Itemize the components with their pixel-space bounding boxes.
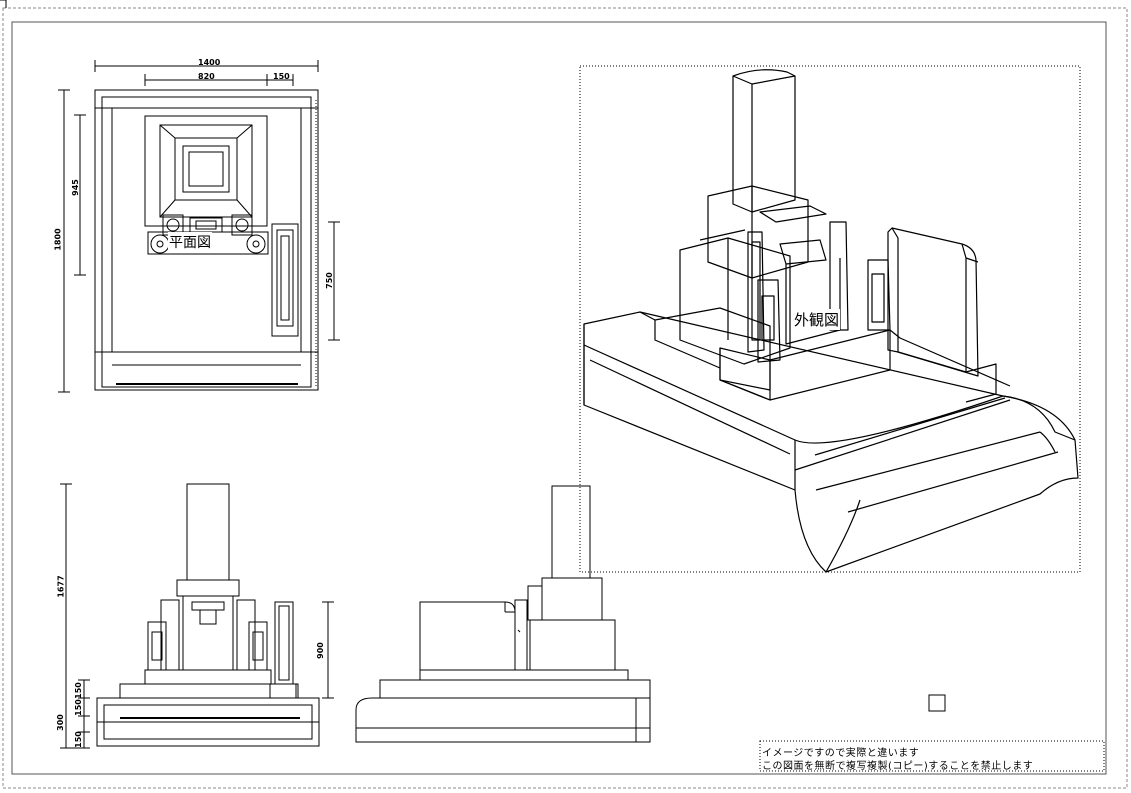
dim-front-base-d: 150: [73, 731, 83, 748]
copyright-note: この図面を無断で複写複製(コピー)することを禁止します: [762, 761, 1034, 772]
dim-front-height: 1677: [56, 575, 66, 598]
dim-plan-right: 750: [324, 272, 334, 289]
dim-front-base-a: 150: [73, 682, 83, 699]
note-box: [759, 740, 1105, 772]
perspective-view-label: 外観図: [793, 309, 841, 330]
dim-plan-depth: 1800: [53, 228, 63, 251]
dim-front-base-b: 150: [73, 699, 83, 716]
front-view: [60, 483, 334, 749]
plan-view: [58, 60, 340, 393]
plan-view-label: 平面図: [168, 232, 212, 252]
dim-plan-inner: 820: [198, 72, 215, 81]
dim-plan-width: 1400: [198, 58, 221, 67]
dim-plan-mid: 945: [70, 179, 80, 196]
iso-view: [583, 69, 1079, 573]
legend-square: [928, 694, 946, 712]
dim-front-right: 900: [315, 642, 325, 659]
disclaimer-note: イメージですので実際と違います: [762, 748, 920, 759]
corner-mark: [0, 0, 7, 8]
sheet-inner-frame: [11, 21, 1107, 775]
dim-plan-side: 150: [273, 72, 290, 81]
sheet-frame: [2, 7, 1128, 789]
dim-front-base-c: 300: [55, 714, 65, 731]
side-view: [355, 485, 651, 743]
iso-view-frame: [579, 65, 1081, 573]
